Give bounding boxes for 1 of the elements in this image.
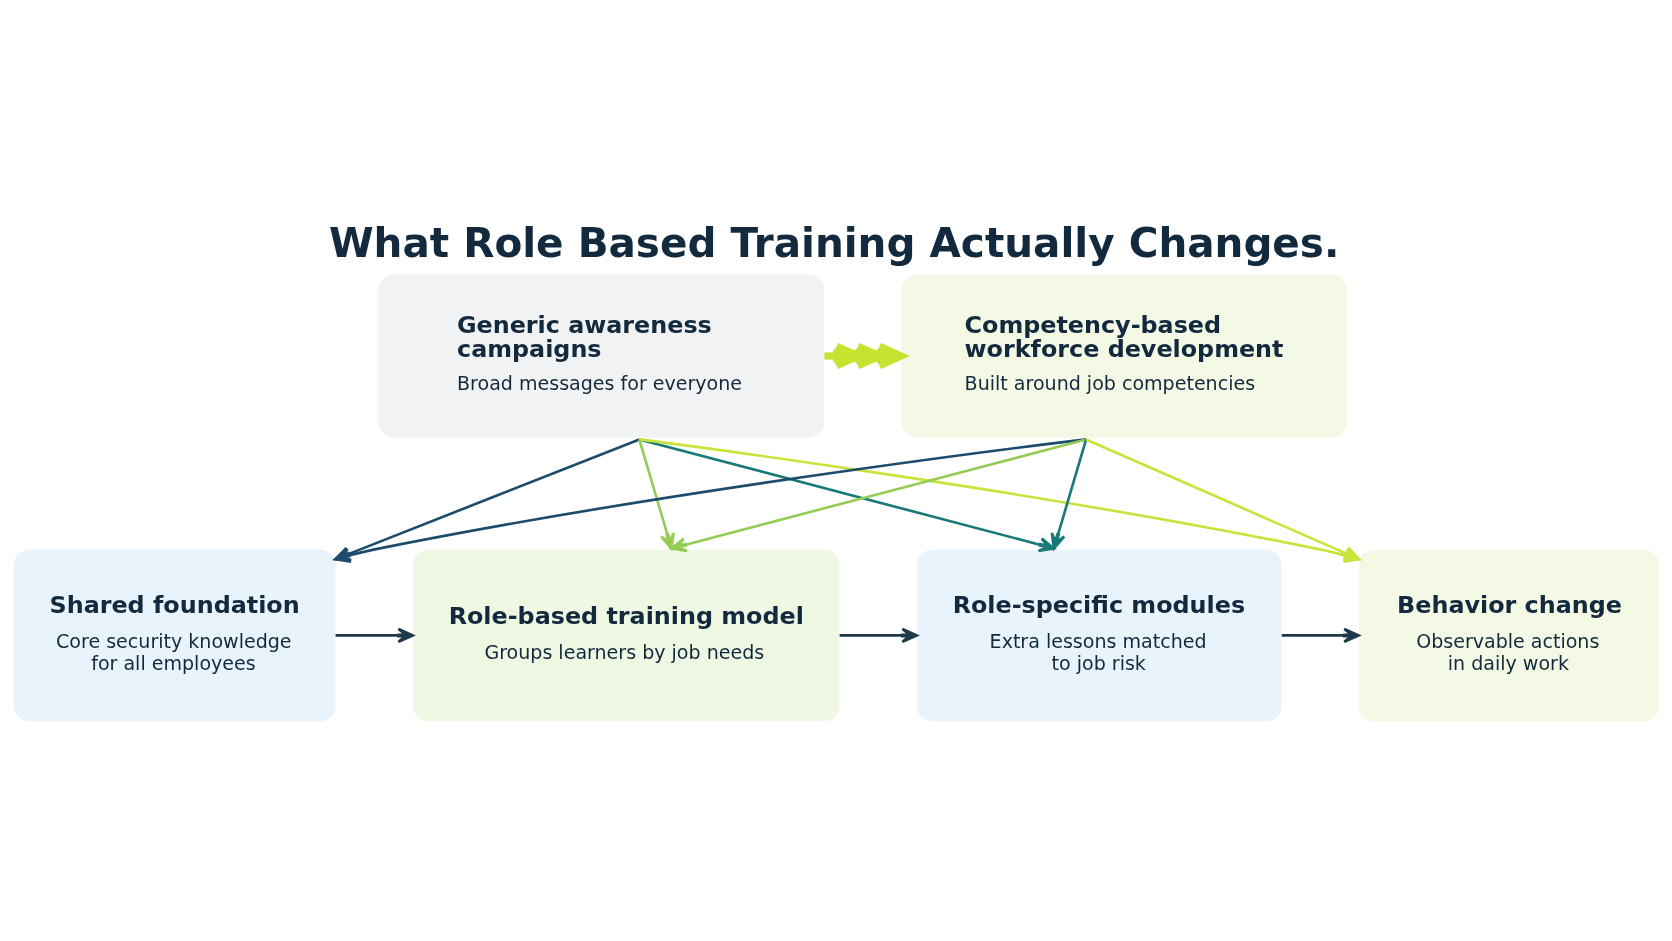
diagram-title: What Role Based Training Actually Changes.	[328, 218, 1339, 267]
